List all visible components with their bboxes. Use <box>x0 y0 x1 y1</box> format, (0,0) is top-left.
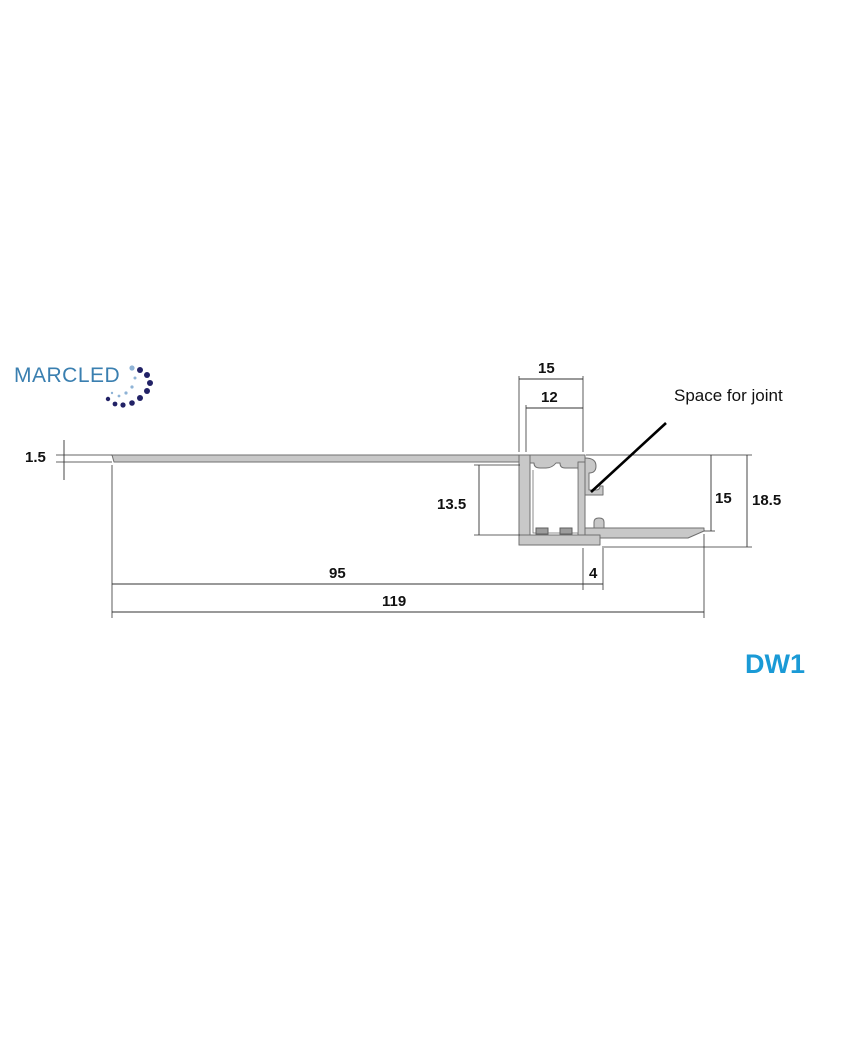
dim-label-top-outer: 15 <box>538 360 555 377</box>
logo-dots-icon <box>105 365 153 408</box>
top-flange <box>111 454 531 463</box>
logo-text-led: LED <box>78 364 120 387</box>
right-flange <box>584 527 705 539</box>
dim-label-right-inner: 15 <box>715 490 732 507</box>
channel-bottom-lip <box>535 527 573 535</box>
joint-annotation: Space for joint <box>590 386 783 493</box>
joint-annotation-leader <box>590 422 667 493</box>
logo-text-marc: MARC <box>14 364 78 387</box>
marcled-logo: MARCLED <box>14 364 153 408</box>
dim-label-thickness: 1.5 <box>25 449 46 466</box>
channel-left-wall <box>518 454 531 546</box>
dimension-labels: 15 12 1.5 13.5 15 18.5 95 4 119 <box>25 360 781 610</box>
joint-post <box>593 517 605 531</box>
channel-cavity <box>532 470 579 534</box>
channel-top-lip <box>529 454 586 469</box>
product-code: DW1 <box>745 649 805 679</box>
dim-label-right-offset: 4 <box>589 565 598 582</box>
channel-base <box>518 534 601 546</box>
dim-label-left-flange: 95 <box>329 565 346 582</box>
joint-annotation-label: Space for joint <box>674 386 783 405</box>
dimension-lines <box>63 378 748 613</box>
aluminium-profile <box>111 454 705 546</box>
dim-label-top-inner: 12 <box>541 389 558 406</box>
extension-lines <box>56 376 752 618</box>
dim-label-channel-depth: 13.5 <box>437 496 466 513</box>
joint-hook <box>584 457 604 496</box>
dim-label-right-outer: 18.5 <box>752 492 781 509</box>
svg-text:MARCLED: MARCLED <box>14 364 120 387</box>
channel-right-wall <box>577 461 586 541</box>
dim-label-total: 119 <box>382 593 406 610</box>
